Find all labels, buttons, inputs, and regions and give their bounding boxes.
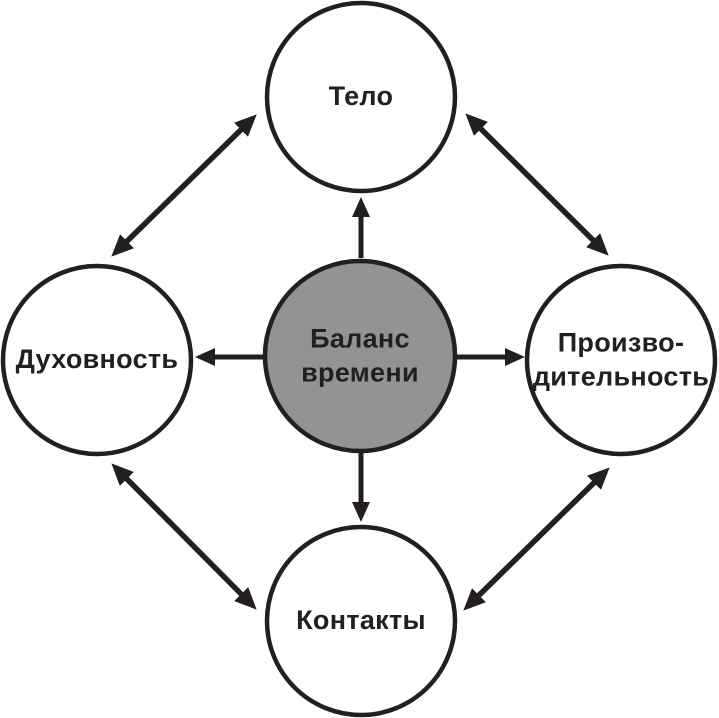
node-body-circle (264, 0, 458, 194)
node-productivity-circle (524, 263, 718, 457)
edge-spirituality-contacts-arrow (111, 463, 257, 610)
edge-contacts-productivity-arrow (463, 467, 610, 611)
edge-body-spirituality-arrow (111, 114, 257, 257)
node-center-circle (262, 258, 458, 454)
node-spirituality-circle (0, 263, 194, 457)
node-contacts-circle (264, 524, 458, 718)
edge-body-productivity-arrow (465, 113, 609, 256)
